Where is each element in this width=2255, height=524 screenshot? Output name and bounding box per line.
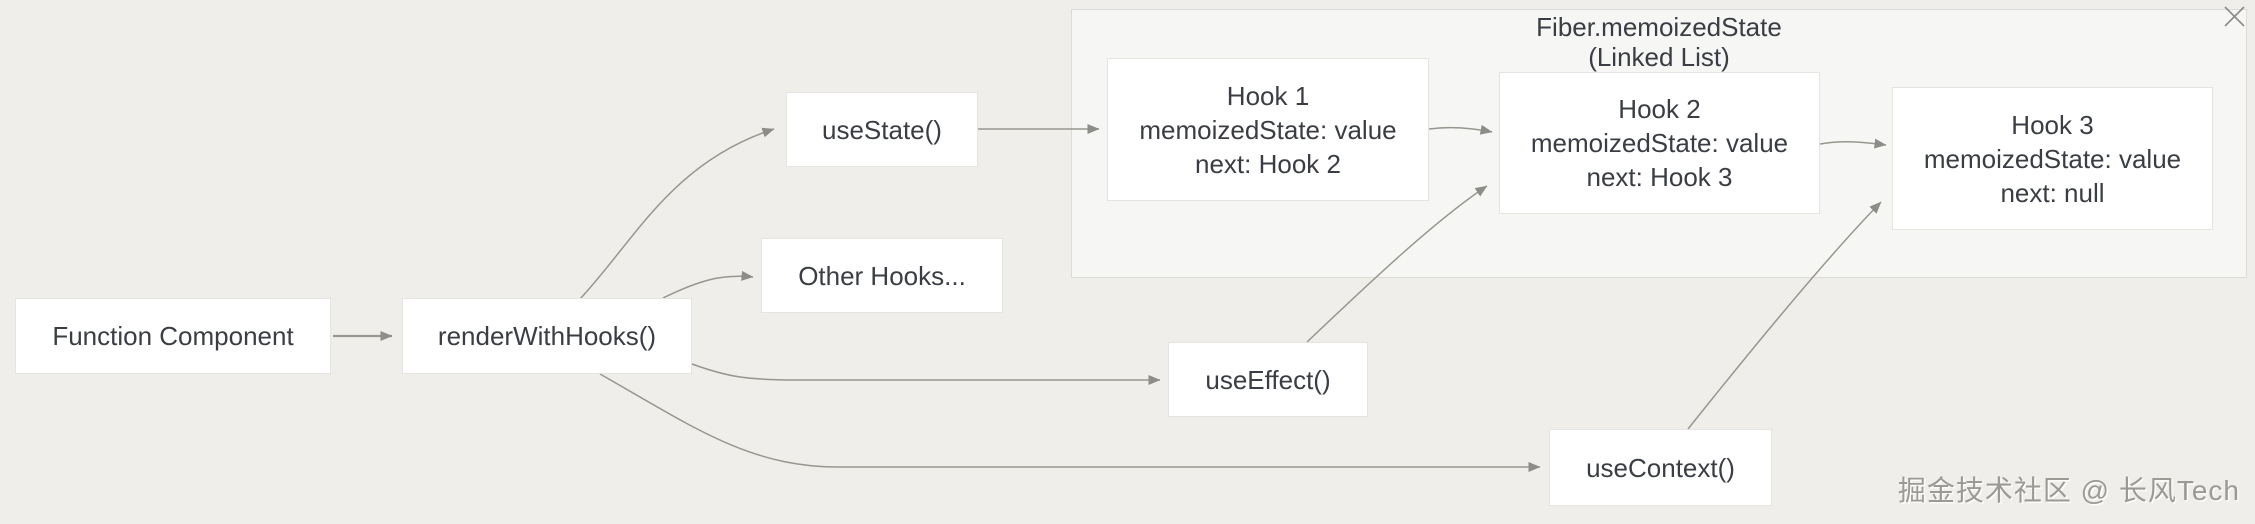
node-label: Function Component <box>52 321 294 351</box>
hook-title: Hook 3 <box>2011 109 2094 140</box>
node-hook-2: Hook 2 memoizedState: value next: Hook 3 <box>1499 72 1820 214</box>
node-label: renderWithHooks() <box>437 321 657 351</box>
node-label: useContext() <box>1586 452 1735 483</box>
arrow-useeffect-to-hook2 <box>1306 185 1488 343</box>
arrow-hook2-to-hook3 <box>1819 138 1887 149</box>
hook-memoized-state: memoizedState: value <box>1139 114 1397 145</box>
arrow-renderwithhooks-to-otherhooks <box>662 270 754 299</box>
hook-memoized-state: memoizedState: value <box>1923 143 2182 174</box>
node-hook-3: Hook 3 memoizedState: value next: null <box>1892 87 2213 230</box>
node-hook-1: Hook 1 memoizedState: value next: Hook 2 <box>1107 58 1429 201</box>
hook-title: Hook 2 <box>1618 94 1701 124</box>
arrow-hook1-to-hook2 <box>1428 124 1493 135</box>
arrow-renderwithhooks-to-usecontext <box>599 373 1541 472</box>
node-other-hooks: Other Hooks... <box>761 238 1003 313</box>
node-label: Other Hooks... <box>798 260 966 291</box>
node-render-with-hooks: renderWithHooks() <box>402 298 692 374</box>
container-title-line1: Fiber.memoizedState <box>1536 12 1782 42</box>
node-label: useEffect() <box>1205 364 1331 395</box>
hook-title: Hook 1 <box>1226 80 1310 111</box>
node-label: useState() <box>822 114 942 145</box>
container-title-line2: (Linked List) <box>1588 42 1730 72</box>
hook-next-pointer: next: null <box>2000 177 2105 208</box>
fiber-memoizedstate-title: Fiber.memoizedState (Linked List) <box>1071 12 2247 72</box>
hook-next-pointer: next: Hook 3 <box>1586 162 1733 192</box>
node-use-context: useContext() <box>1549 429 1772 506</box>
node-use-effect: useEffect() <box>1168 342 1368 417</box>
hook-next-pointer: next: Hook 2 <box>1195 148 1341 179</box>
arrow-usecontext-to-hook3 <box>1687 201 1882 430</box>
arrow-renderwithhooks-to-usestate <box>579 127 775 300</box>
watermark-text: 掘金技术社区 @ 长风Tech <box>1897 475 2240 506</box>
close-icon <box>2223 5 2245 27</box>
node-use-state: useState() <box>786 92 978 167</box>
hook-memoized-state: memoizedState: value <box>1530 128 1789 158</box>
arrow-renderwithhooks-to-useeffect <box>691 363 1161 385</box>
node-function-component: Function Component <box>15 298 331 374</box>
close-button[interactable] <box>2220 2 2248 30</box>
